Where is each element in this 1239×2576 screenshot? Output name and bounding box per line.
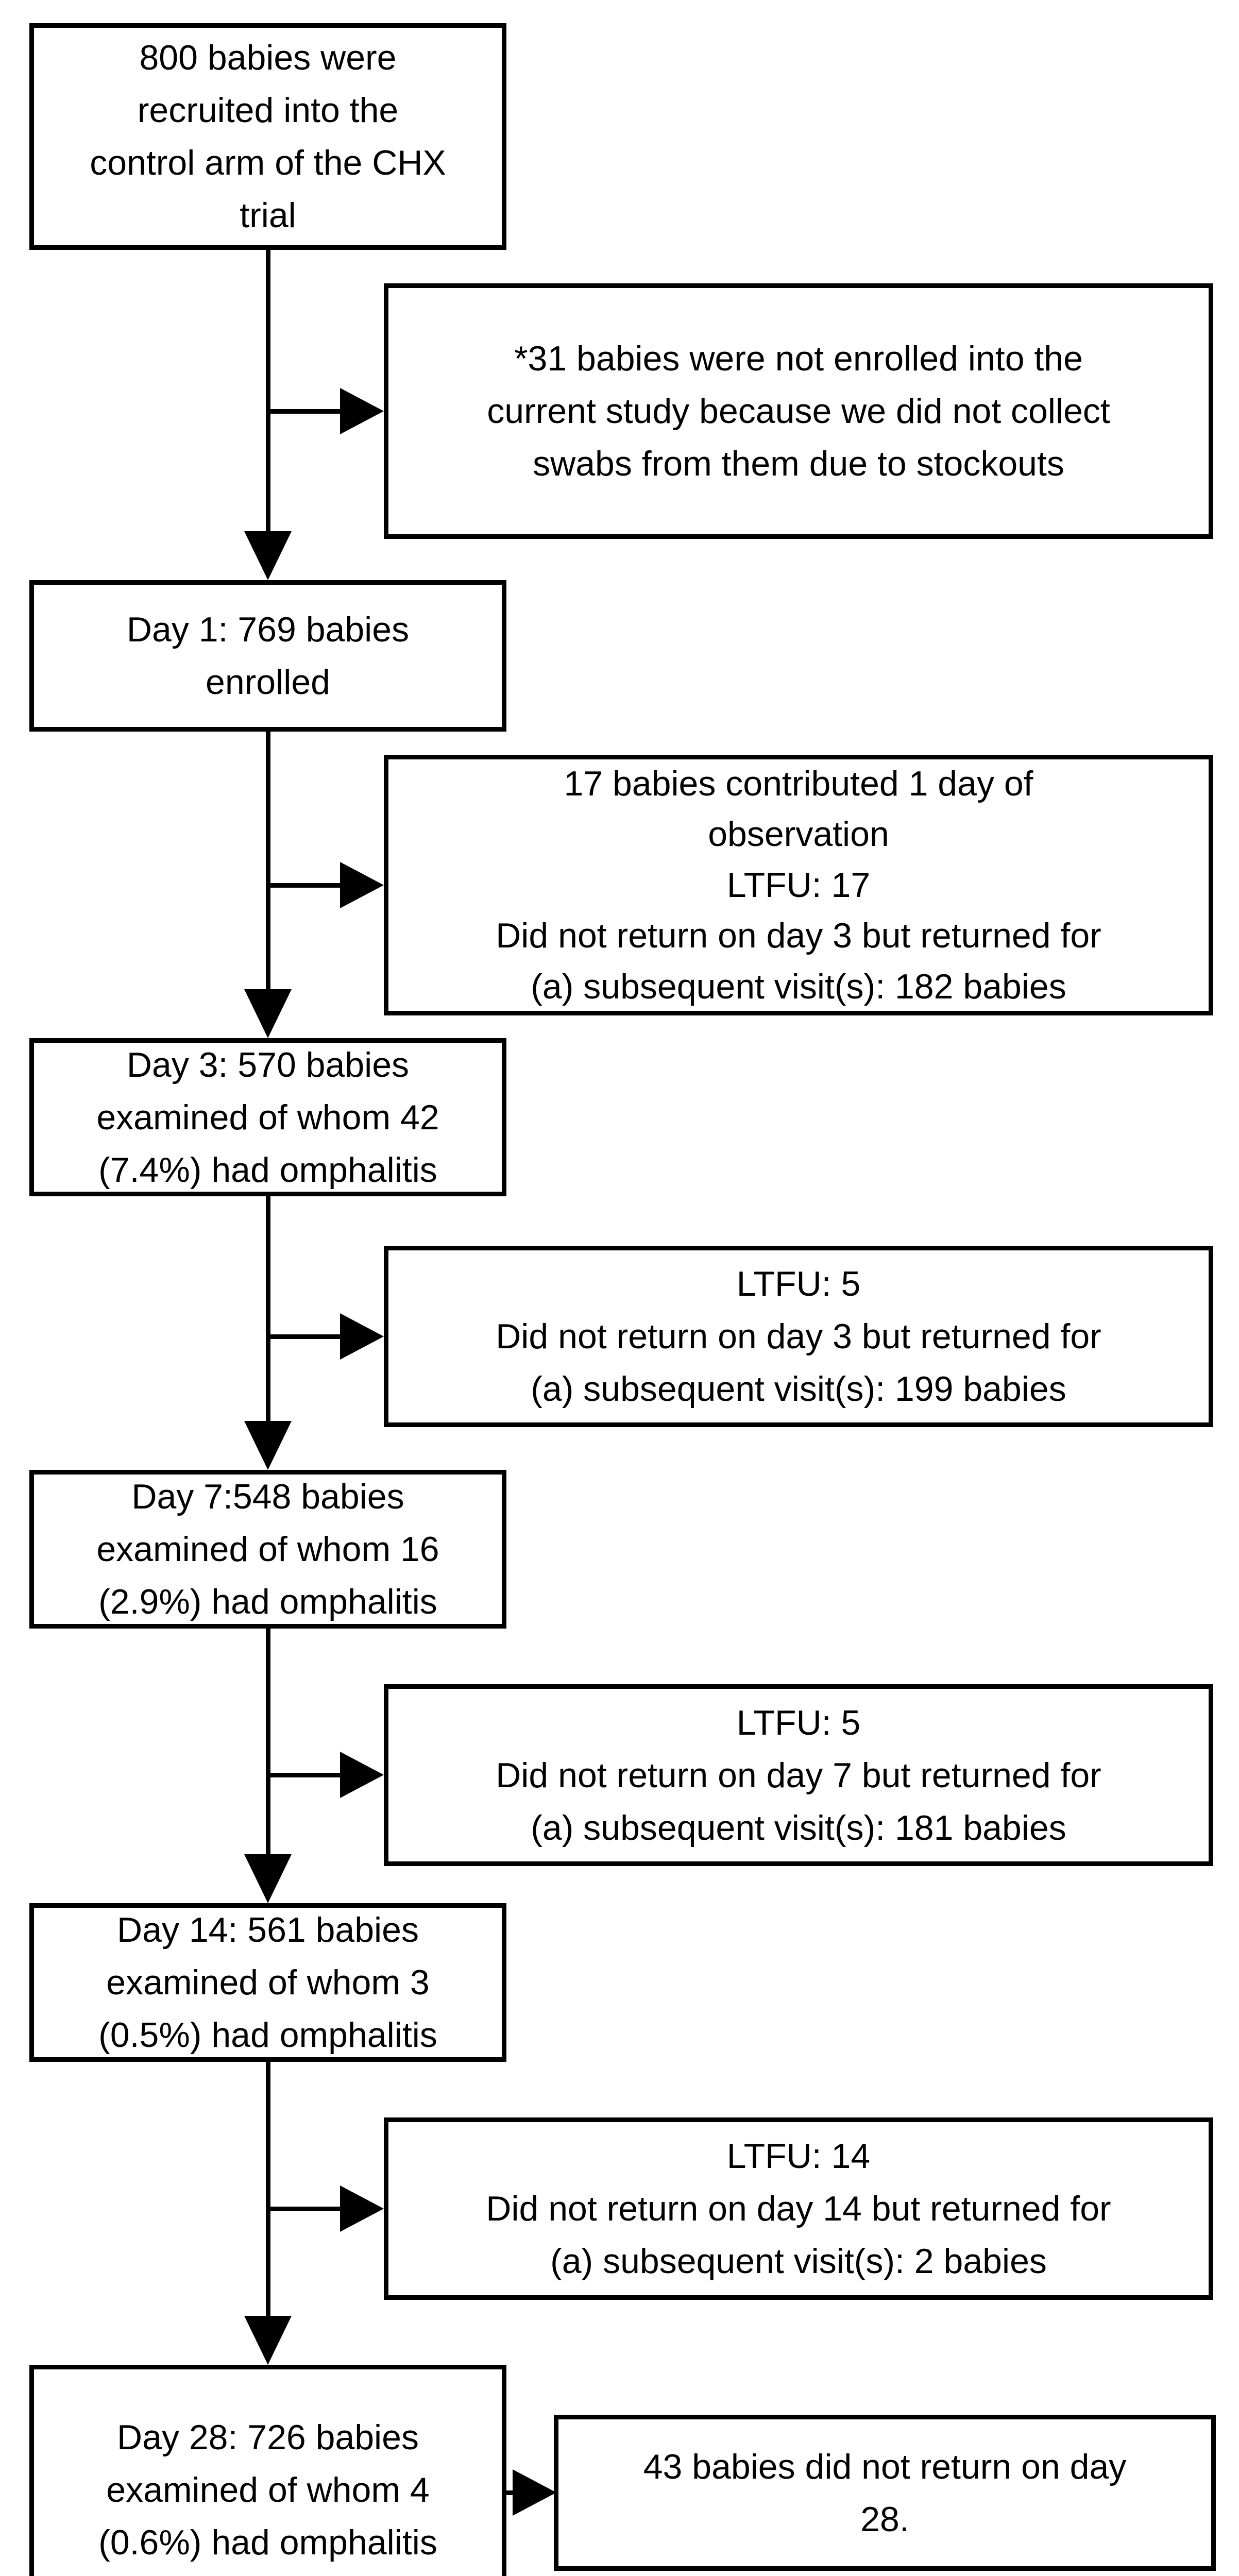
box-day14-loss-text: LTFU: 14 Did not return on day 14 but re… [486, 2137, 1111, 2281]
arrowhead-right-day28-loss [513, 2469, 556, 2516]
box-day28-loss: 43 babies did not return on day 28. [554, 2415, 1216, 2571]
connector-day14-day28 [266, 2062, 270, 2316]
connector-recruited-day1 [266, 250, 270, 531]
box-day7-loss-text: LTFU: 5 Did not return on day 7 but retu… [496, 1703, 1101, 1848]
box-day7: Day 7:548 babies examined of whom 16 (2.… [29, 1470, 506, 1629]
box-day14: Day 14: 561 babies examined of whom 3 (0… [29, 1903, 506, 2062]
box-day7-text: Day 7:548 babies examined of whom 16 (2.… [96, 1477, 439, 1621]
box-recruited: 800 babies were recruited into the contr… [29, 23, 506, 250]
arrowhead-down-day1 [244, 531, 292, 580]
box-day14-loss: LTFU: 14 Did not return on day 14 but re… [384, 2117, 1213, 2300]
branch-day3-loss [266, 1334, 342, 1339]
box-day3-text: Day 3: 570 babies examined of whom 42 (7… [96, 1045, 439, 1190]
box-not-enrolled-text: *31 babies were not enrolled into the cu… [487, 339, 1110, 483]
connector-day3-day7 [266, 1196, 270, 1421]
box-day28-text: Day 28: 726 babies examined of whom 4 (0… [98, 2417, 437, 2562]
box-day1-loss-text: 17 babies contributed 1 day of observati… [496, 764, 1101, 1006]
branch-day14-loss [266, 2207, 342, 2211]
branch-day7-loss [266, 1773, 342, 1777]
connector-day7-day14 [266, 1629, 270, 1854]
box-recruited-text: 800 babies were recruited into the contr… [90, 38, 446, 235]
branch-not-enrolled [266, 409, 342, 414]
arrowhead-right-day14-loss [340, 2185, 384, 2232]
box-day1: Day 1: 769 babies enrolled [29, 580, 506, 732]
box-day1-loss: 17 babies contributed 1 day of observati… [384, 755, 1213, 1015]
connector-day1-day3 [266, 732, 270, 989]
branch-day1-loss [266, 883, 342, 888]
box-day14-text: Day 14: 561 babies examined of whom 3 (0… [98, 1910, 437, 2055]
box-day3: Day 3: 570 babies examined of whom 42 (7… [29, 1038, 506, 1196]
arrowhead-down-day28 [244, 2316, 292, 2365]
box-day28: Day 28: 726 babies examined of whom 4 (0… [29, 2365, 506, 2576]
arrowhead-right-day7-loss [340, 1752, 384, 1798]
box-day7-loss: LTFU: 5 Did not return on day 7 but retu… [384, 1684, 1213, 1866]
box-day3-loss-text: LTFU: 5 Did not return on day 3 but retu… [496, 1264, 1101, 1409]
arrowhead-down-day14 [244, 1854, 292, 1903]
box-day1-text: Day 1: 769 babies enrolled [126, 610, 410, 702]
arrowhead-down-day7 [244, 1421, 292, 1470]
arrowhead-right-day1-loss [340, 862, 384, 908]
box-day3-loss: LTFU: 5 Did not return on day 3 but retu… [384, 1246, 1213, 1427]
box-day28-loss-text: 43 babies did not return on day 28. [643, 2447, 1127, 2539]
arrowhead-down-day3 [244, 989, 292, 1038]
arrowhead-right-not-enrolled [340, 388, 384, 434]
arrowhead-right-day3-loss [340, 1313, 384, 1360]
box-not-enrolled: *31 babies were not enrolled into the cu… [384, 283, 1213, 539]
